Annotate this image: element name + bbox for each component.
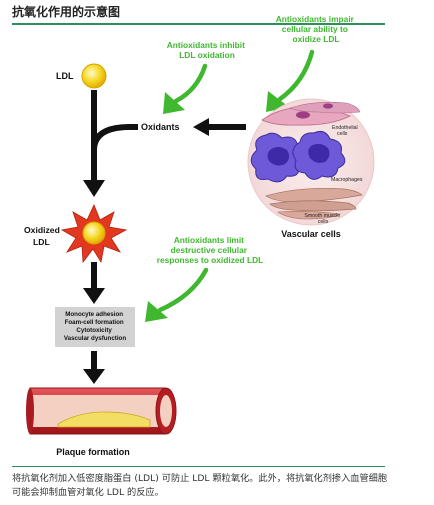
- note-inhibit: Antioxidants inhibit LDL oxidation: [167, 40, 248, 60]
- ldl-label: LDL: [56, 71, 74, 81]
- plaque-deposit: [57, 411, 151, 428]
- endothelial-nucleus-2: [323, 103, 333, 109]
- endothelial-nucleus-1: [296, 111, 310, 119]
- green-arrowhead-inhibit: [163, 92, 185, 114]
- artery-back-edge: [26, 388, 34, 434]
- macrophage-nucleus-2: [308, 143, 330, 163]
- ldl-particle: [81, 63, 107, 89]
- vascular-cells-label: Vascular cells: [281, 229, 341, 239]
- green-arrowhead-limit: [145, 301, 168, 322]
- smooth-muscle-cell-2: [269, 200, 357, 212]
- plaque-formation-label: Plaque formation: [56, 447, 130, 457]
- arrow-left-oxidants: [193, 118, 209, 136]
- oxidants-branch-line: [91, 124, 138, 151]
- note-impair: Antioxidants impair cellular ability to …: [276, 14, 357, 44]
- macrophage-nucleus-1: [267, 147, 290, 166]
- figure-caption: 将抗氧化剂加入低密度脂蛋白 (LDL) 可防止 LDL 颗粒氧化。此外，将抗氧化…: [12, 473, 388, 498]
- arrow-down-effects: [83, 288, 105, 304]
- note-limit: Antioxidants limit destructive cellular …: [157, 235, 264, 265]
- oxidized-ldl-particle: [82, 221, 106, 245]
- oxidants-label: Oxidants: [141, 122, 180, 132]
- page-title: 抗氧化作用的示意图: [12, 5, 121, 19]
- arrow-down-oxidized: [83, 180, 105, 197]
- endothelial-label: Endothelial cells: [332, 125, 359, 137]
- antioxidant-diagram: LDL Oxidants Antioxidants inhibit LDL ox…: [24, 14, 375, 457]
- smooth-muscle-cell-3: [277, 211, 341, 220]
- macrophages-label: Macrophages: [331, 177, 363, 183]
- effects-box: [55, 307, 135, 347]
- smooth-muscle-label: Smooth muscle cells: [304, 213, 341, 225]
- green-arrow-limit: [157, 267, 209, 313]
- artery-opening-lumen: [160, 395, 172, 427]
- oxidized-ldl-label: Oxidized LDL: [24, 225, 62, 247]
- green-arrow-inhibit: [173, 63, 208, 104]
- green-arrow-impair: [277, 49, 315, 102]
- title-divider: [12, 23, 385, 25]
- caption-divider: [12, 466, 385, 467]
- effects-list: Monocyte adhesion Foam-cell formation Cy…: [64, 311, 126, 342]
- arrow-down-plaque: [83, 369, 105, 384]
